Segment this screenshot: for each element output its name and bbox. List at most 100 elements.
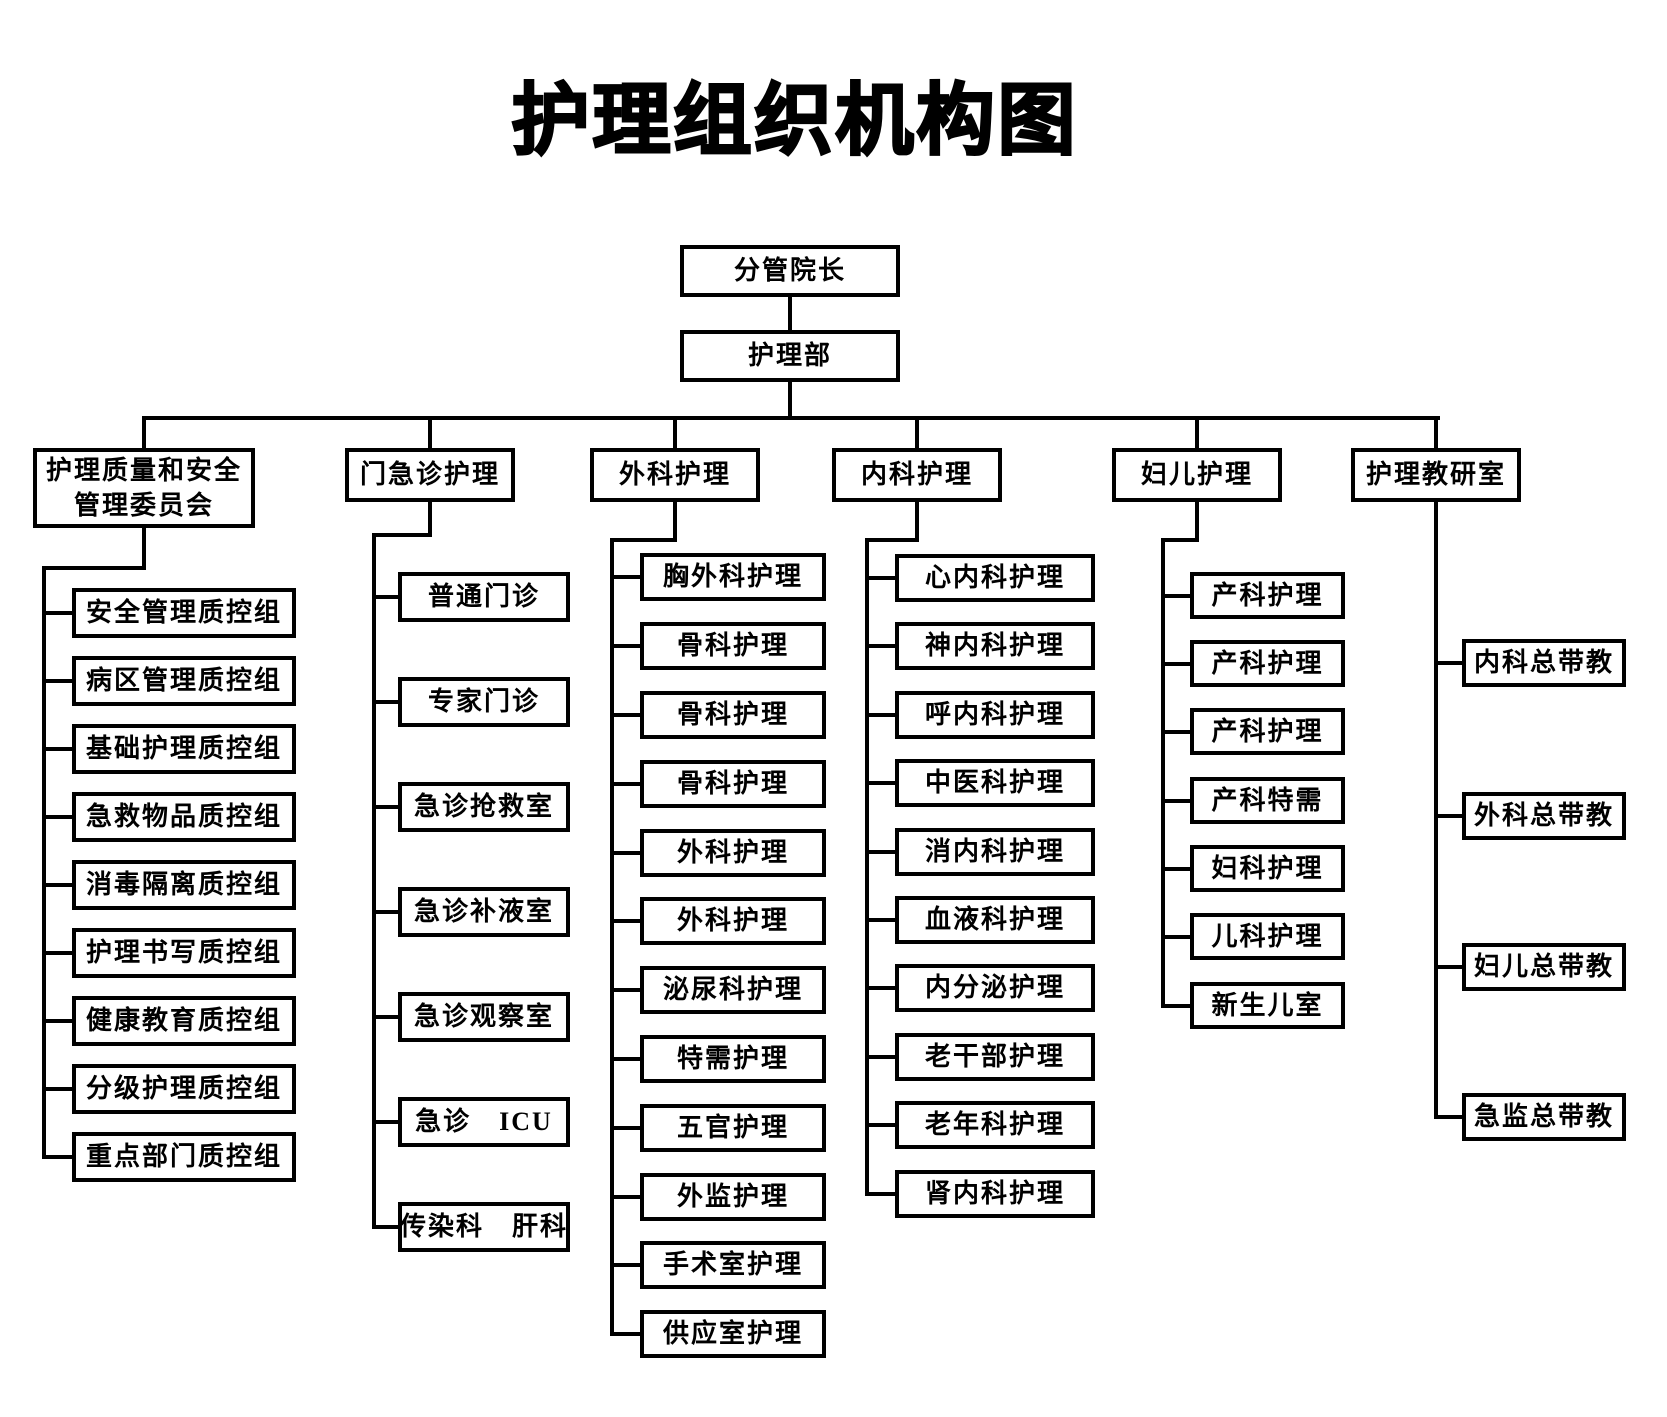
connector-line — [44, 679, 72, 683]
connector-line — [867, 713, 895, 717]
connector-line — [44, 815, 72, 819]
org-child-box: 产科护理 — [1190, 572, 1345, 619]
org-child-box: 重点部门质控组 — [72, 1132, 296, 1182]
connector-line — [44, 1019, 72, 1023]
connector-line — [1195, 502, 1199, 542]
org-child-box: 特需护理 — [640, 1035, 826, 1083]
connector-line — [612, 851, 640, 855]
org-child-box: 呼内科护理 — [895, 691, 1095, 739]
connector-line — [915, 502, 919, 542]
connector-line — [1161, 538, 1199, 542]
connector-line — [612, 1195, 640, 1199]
org-child-box: 急救物品质控组 — [72, 792, 296, 842]
branch-header-box: 内科护理 — [832, 448, 1002, 502]
branch-header-box: 护理教研室 — [1351, 448, 1521, 502]
connector-line — [1434, 416, 1438, 448]
org-child-box: 供应室护理 — [640, 1310, 826, 1358]
org-child-box: 老干部护理 — [895, 1033, 1095, 1081]
org-child-box: 骨科护理 — [640, 760, 826, 808]
org-child-box: 肾内科护理 — [895, 1170, 1095, 1218]
org-child-box: 急诊补液室 — [398, 887, 570, 937]
connector-line — [142, 528, 146, 570]
connector-line — [612, 644, 640, 648]
org-child-box: 基础护理质控组 — [72, 724, 296, 774]
connector-line — [915, 416, 919, 448]
connector-line — [612, 1057, 640, 1061]
org-child-box: 骨科护理 — [640, 691, 826, 739]
org-child-box: 神内科护理 — [895, 622, 1095, 670]
connector-line — [1436, 1115, 1462, 1119]
connector-line — [1163, 729, 1190, 734]
connector-line — [44, 951, 72, 955]
org-child-box: 急诊观察室 — [398, 992, 570, 1042]
branch-header-box: 门急诊护理 — [345, 448, 515, 502]
connector-line — [44, 611, 72, 615]
connector-line — [372, 533, 432, 537]
org-child-box: 急诊 ICU — [398, 1097, 570, 1147]
branch-header-label-line: 护理质量和安全 — [45, 455, 242, 485]
connector-line — [1161, 538, 1165, 1008]
connector-line — [44, 883, 72, 887]
connector-line — [610, 538, 677, 542]
connector-line — [867, 781, 895, 785]
org-child-box: 儿科护理 — [1190, 913, 1345, 960]
branch-header-label-line: 管理委员会 — [73, 491, 214, 520]
connector-line — [867, 918, 895, 922]
connector-line — [1163, 798, 1190, 803]
connector-line — [142, 416, 146, 448]
node-vice-president: 分管院长 — [680, 245, 900, 297]
org-child-box: 产科特需 — [1190, 777, 1345, 824]
connector-line — [1436, 814, 1462, 818]
org-child-box: 外科总带教 — [1462, 792, 1626, 840]
connector-line — [867, 576, 895, 580]
connector-line — [374, 595, 398, 599]
org-child-box: 消毒隔离质控组 — [72, 860, 296, 910]
org-child-box: 手术室护理 — [640, 1241, 826, 1289]
connector-line — [1436, 965, 1462, 969]
connector-line — [612, 1126, 640, 1130]
connector-line — [867, 850, 895, 854]
connector-line — [612, 1332, 640, 1336]
org-child-box: 专家门诊 — [398, 677, 570, 727]
org-child-box: 护理书写质控组 — [72, 928, 296, 978]
connector-line — [374, 910, 398, 914]
connector-line — [44, 1155, 72, 1159]
org-child-box: 健康教育质控组 — [72, 996, 296, 1046]
chart-title: 护理组织机构图 — [510, 76, 1079, 166]
org-child-box: 泌尿科护理 — [640, 966, 826, 1014]
connector-line — [428, 502, 432, 537]
org-child-box: 产科护理 — [1190, 708, 1345, 755]
connector-line — [788, 297, 792, 330]
connector-line — [1195, 416, 1199, 448]
connector-line — [867, 644, 895, 648]
connector-line — [44, 747, 72, 751]
connector-line — [867, 1055, 895, 1059]
node-nursing-department: 护理部 — [680, 330, 900, 382]
org-child-box: 外科护理 — [640, 897, 826, 945]
connector-line — [372, 533, 376, 1229]
org-child-box: 消内科护理 — [895, 828, 1095, 876]
branch-header-box: 护理质量和安全管理委员会 — [33, 448, 255, 528]
org-child-box: 普通门诊 — [398, 572, 570, 622]
connector-line — [44, 1087, 72, 1091]
connector-line — [612, 575, 640, 579]
org-child-box: 心内科护理 — [895, 554, 1095, 602]
org-child-box: 胸外科护理 — [640, 553, 826, 601]
connector-line — [1163, 593, 1190, 598]
connector-line — [612, 1263, 640, 1267]
org-child-box: 内科总带教 — [1462, 639, 1626, 687]
org-child-box: 安全管理质控组 — [72, 588, 296, 638]
connector-line — [1163, 1003, 1190, 1008]
org-child-box: 骨科护理 — [640, 622, 826, 670]
connector-line — [612, 988, 640, 992]
org-child-box: 五官护理 — [640, 1104, 826, 1152]
connector-line — [612, 782, 640, 786]
connector-line — [865, 538, 919, 542]
connector-line — [612, 713, 640, 717]
org-child-box: 老年科护理 — [895, 1101, 1095, 1149]
org-child-box: 急诊抢救室 — [398, 782, 570, 832]
connector-line — [1163, 866, 1190, 871]
org-child-box: 新生儿室 — [1190, 982, 1345, 1029]
connector-line — [610, 538, 614, 1336]
connector-line — [867, 1192, 895, 1196]
